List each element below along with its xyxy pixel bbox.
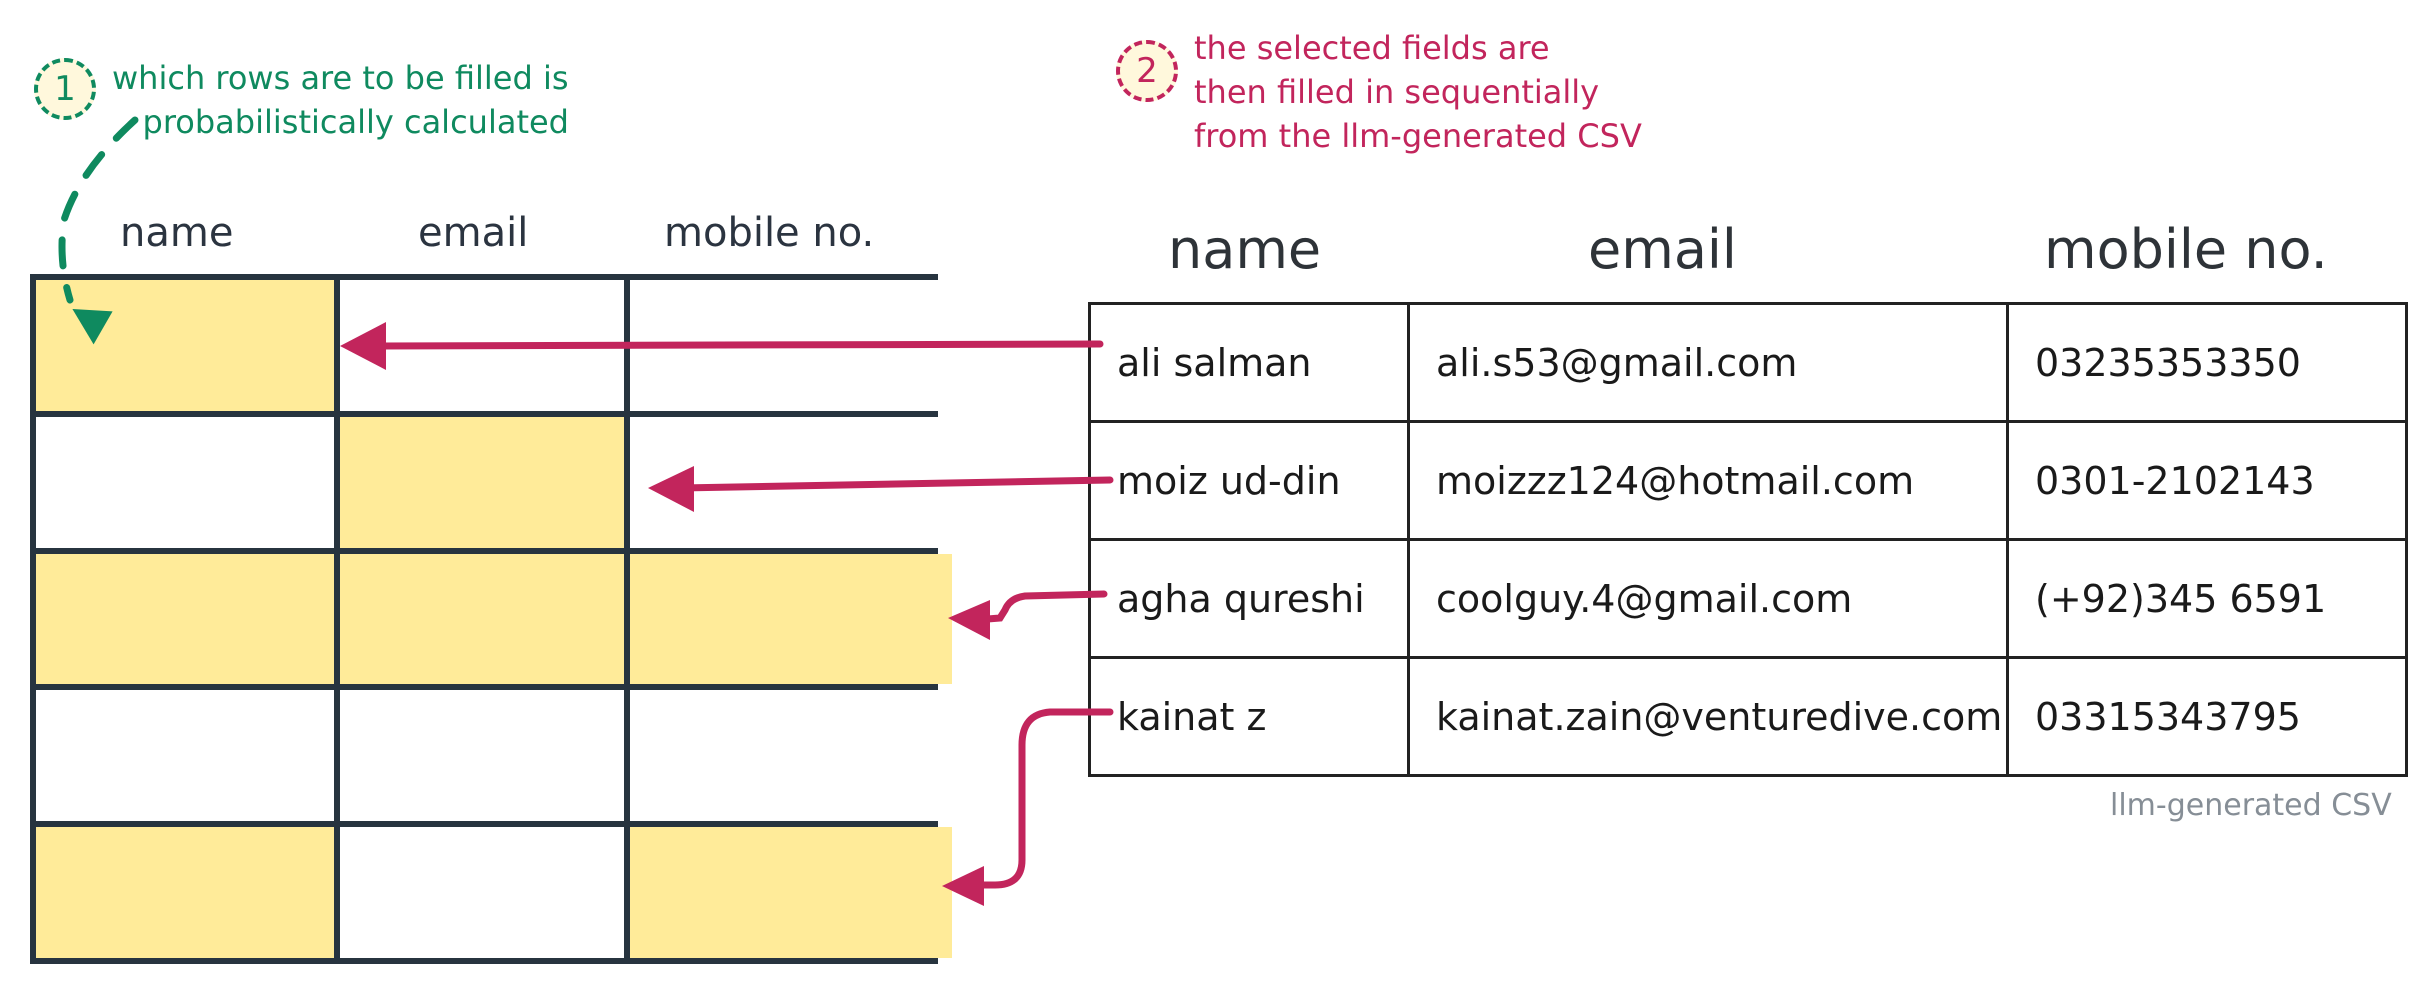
csv-cell-mobile: (+92)345 6591 xyxy=(2006,538,2408,659)
csv-cell-mobile: 0301-2102143 xyxy=(2006,420,2408,541)
csv-cell-name: kainat z xyxy=(1088,656,1410,777)
grid-cell-empty xyxy=(630,690,952,822)
csv-cell-mobile: 03235353350 xyxy=(2006,302,2408,423)
step-1-note: which rows are to be filled is probabili… xyxy=(112,59,569,141)
csv-header-email: email xyxy=(1588,218,1737,281)
csv-cell-email: moizzz124@hotmail.com xyxy=(1407,420,2009,541)
target-header-email: email xyxy=(418,210,529,256)
csv-cell-mobile: 03315343795 xyxy=(2006,656,2408,777)
csv-cell-name: ali salman xyxy=(1088,302,1410,423)
fill-arrow-3-head xyxy=(948,600,990,640)
grid-cell-selected xyxy=(36,553,334,685)
grid-cell-selected xyxy=(36,827,334,958)
csv-cell-name: moiz ud-din xyxy=(1088,420,1410,541)
grid-cell-empty xyxy=(340,280,624,411)
csv-cell-name: agha qureshi xyxy=(1088,538,1410,659)
grid-cell-selected xyxy=(36,280,334,411)
step-2-number: 2 xyxy=(1136,51,1158,91)
grid-cell-empty xyxy=(340,690,624,822)
step-1-number: 1 xyxy=(54,69,76,109)
step-2-note: the selected fields are then filled in s… xyxy=(1194,29,1642,155)
fill-arrow-3-line xyxy=(971,590,1108,624)
target-header-mobile: mobile no. xyxy=(664,210,875,256)
grid-cell-selected xyxy=(630,553,952,685)
step-2-badge: 2 xyxy=(1116,40,1178,102)
grid-cell-empty xyxy=(630,416,952,548)
grid-cell-empty xyxy=(36,690,334,822)
target-grid xyxy=(30,274,952,964)
grid-cell-empty xyxy=(340,827,624,958)
csv-cell-email: kainat.zain@venturedive.com xyxy=(1407,656,2009,777)
csv-cell-email: coolguy.4@gmail.com xyxy=(1407,538,2009,659)
step-1-badge: 1 xyxy=(34,58,96,120)
target-header-name: name xyxy=(120,210,234,256)
grid-cell-selected xyxy=(340,416,624,548)
grid-cell-selected xyxy=(340,553,624,685)
csv-cell-email: ali.s53@gmail.com xyxy=(1407,302,2009,423)
grid-cell-empty xyxy=(630,280,952,411)
csv-caption: llm-generated CSV xyxy=(2110,788,2392,823)
grid-cell-selected xyxy=(630,827,952,958)
csv-header-mobile: mobile no. xyxy=(2044,218,2328,281)
grid-cell-empty xyxy=(36,416,334,548)
csv-header-name: name xyxy=(1168,218,1322,281)
